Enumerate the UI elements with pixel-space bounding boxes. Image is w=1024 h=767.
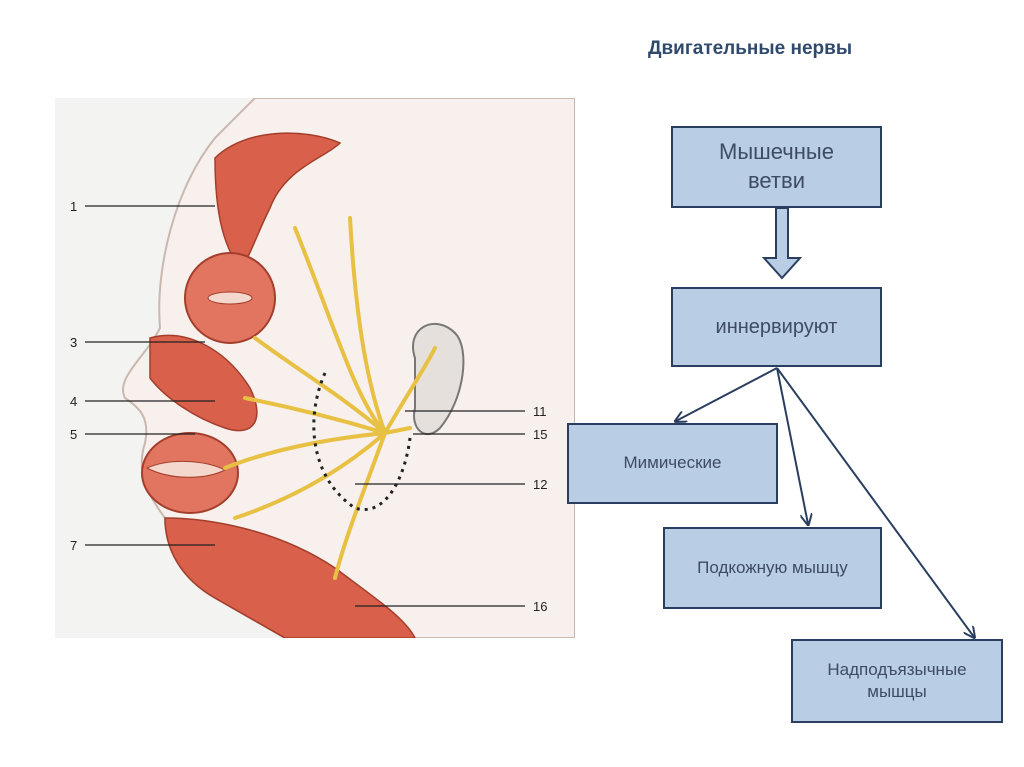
muscle-branches-box: Мышечные ветви bbox=[671, 126, 882, 208]
label-12: 12 bbox=[533, 477, 547, 492]
label-7: 7 bbox=[70, 538, 77, 553]
label-16: 16 bbox=[533, 599, 547, 614]
slide-title: Двигательные нервы bbox=[647, 38, 853, 59]
label-leaders bbox=[85, 205, 525, 607]
label-11: 11 bbox=[533, 404, 547, 419]
mimic-muscles-box: Мимические bbox=[567, 423, 778, 504]
temporal-muscle bbox=[214, 132, 342, 270]
label-5: 5 bbox=[70, 427, 77, 442]
platysma-box: Подкожную мышцу bbox=[663, 527, 882, 609]
block-down-arrow bbox=[761, 207, 803, 280]
lips bbox=[145, 461, 227, 478]
arrow-to-mimic bbox=[676, 367, 778, 421]
facial-nerve-illustration: 1 3 4 5 7 11 15 12 16 bbox=[55, 98, 575, 638]
ear bbox=[412, 322, 465, 436]
parotid-outline bbox=[312, 372, 412, 512]
label-3: 3 bbox=[70, 335, 77, 350]
suprahyoid-muscles-box: Надподъязычные мышцы bbox=[791, 639, 1003, 723]
label-4: 4 bbox=[70, 394, 77, 409]
arrow-to-suprahyoid bbox=[776, 367, 974, 637]
facial-nerve-branches bbox=[223, 216, 437, 580]
arrow-to-platysma bbox=[776, 367, 808, 524]
eye bbox=[207, 291, 253, 305]
label-15: 15 bbox=[533, 427, 547, 442]
innervate-box: иннервируют bbox=[671, 287, 882, 367]
label-1: 1 bbox=[70, 199, 77, 214]
chin-platysma bbox=[164, 517, 416, 638]
